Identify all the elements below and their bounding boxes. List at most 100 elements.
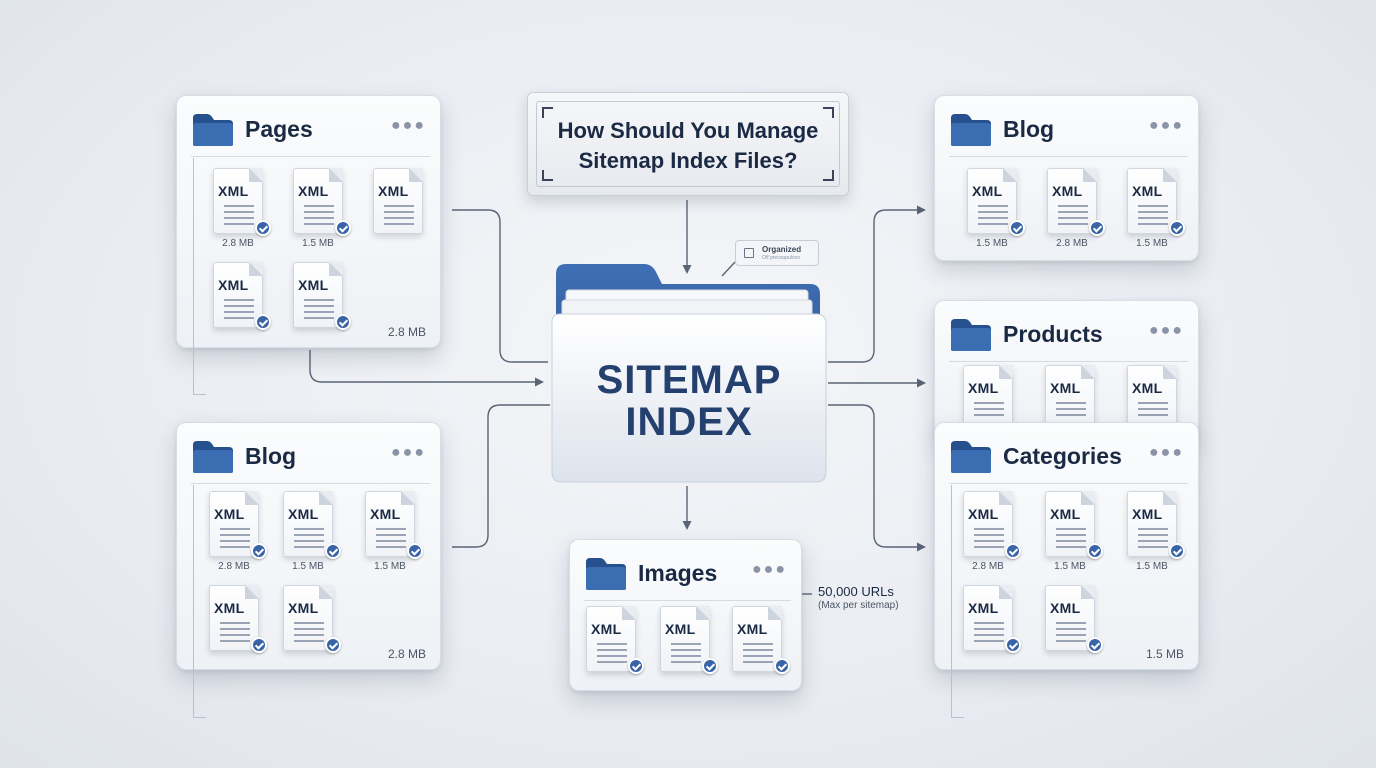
tag-title: Organized — [762, 245, 802, 254]
frame-corner — [542, 107, 553, 118]
file-label: XML — [968, 380, 999, 396]
panel-blog-left[interactable]: Blog ●●● XML 2.8 MB XML 1.5 MB XML 1.5 MB X… — [176, 422, 441, 718]
xml-file[interactable]: XML 1.5 MB — [357, 491, 423, 575]
panel-title: Blog — [1003, 116, 1055, 142]
check-icon — [1087, 543, 1103, 559]
file-size: 1.5 MB — [374, 561, 406, 572]
more-options-icon[interactable]: ●●● — [752, 561, 787, 578]
file-label: XML — [968, 506, 999, 522]
file-size: 2.8 MB — [218, 561, 250, 572]
file-label: XML — [214, 506, 245, 522]
xml-file[interactable]: XML — [275, 585, 341, 669]
panel-title: Blog — [245, 443, 297, 469]
panel-products[interactable]: Products ●●● XML XML XML — [934, 300, 1199, 440]
xml-file[interactable]: XML — [1037, 585, 1103, 669]
panel-categories[interactable]: Categories ●●● XML 2.8 MB XML 1.5 MB XML 1.… — [934, 422, 1199, 718]
check-icon — [702, 658, 718, 674]
check-icon — [325, 637, 341, 653]
divider — [584, 600, 791, 601]
check-icon — [251, 543, 267, 559]
file-label: XML — [218, 183, 249, 199]
file-label: XML — [1050, 600, 1081, 616]
file-size: 1.5 MB — [1136, 238, 1168, 249]
divider — [949, 361, 1188, 362]
xml-file[interactable]: XML — [578, 606, 644, 690]
panel-size: 2.8 MB — [387, 325, 426, 339]
file-size: 2.8 MB — [972, 561, 1004, 572]
xml-file[interactable]: XML — [365, 168, 431, 252]
tree-connector — [951, 485, 964, 718]
xml-file[interactable]: XML — [955, 365, 1021, 449]
file-label: XML — [218, 277, 249, 293]
panel-header: Blog ●●● — [191, 437, 426, 477]
more-options-icon[interactable]: ●●● — [1149, 444, 1184, 461]
xml-file[interactable]: XML — [201, 585, 267, 669]
tree-connector — [193, 158, 206, 395]
xml-file[interactable]: XML — [285, 262, 351, 346]
more-options-icon[interactable]: ●●● — [391, 117, 426, 134]
panel-header: Products ●●● — [949, 315, 1184, 355]
index-title-line-1: SITEMAP — [596, 358, 782, 402]
file-label: XML — [288, 600, 319, 616]
xml-file[interactable]: XML 2.8 MB — [955, 491, 1021, 575]
file-size: 1.5 MB — [292, 561, 324, 572]
tag-subtitle: Off precoupuloce — [762, 255, 800, 261]
file-size: 1.5 MB — [302, 238, 334, 249]
file-label: XML — [1132, 506, 1163, 522]
file-size: 2.8 MB — [222, 238, 254, 249]
check-icon — [325, 543, 341, 559]
more-options-icon[interactable]: ●●● — [1149, 117, 1184, 134]
check-icon — [335, 314, 351, 330]
file-label: XML — [214, 600, 245, 616]
check-icon — [1087, 637, 1103, 653]
file-label: XML — [1050, 506, 1081, 522]
panel-header: Categories ●●● — [949, 437, 1184, 477]
question-line-2: Sitemap Index Files? — [578, 148, 798, 173]
xml-file[interactable]: XML 1.5 MB — [1037, 491, 1103, 575]
organized-tag: Organized Off precoupuloce — [735, 240, 819, 266]
more-options-icon[interactable]: ●●● — [391, 444, 426, 461]
file-label: XML — [1052, 183, 1083, 199]
folder-icon — [949, 112, 993, 148]
xml-file[interactable]: XML 2.8 MB — [205, 168, 271, 252]
frame-corner — [823, 107, 834, 118]
xml-file[interactable]: XML 1.5 MB — [285, 168, 351, 252]
document-icon — [744, 248, 754, 258]
folder-icon — [584, 556, 628, 592]
check-icon — [1005, 543, 1021, 559]
panel-size: 1.5 MB — [1145, 647, 1184, 661]
more-options-icon[interactable]: ●●● — [1149, 322, 1184, 339]
xml-file[interactable]: XML — [724, 606, 790, 690]
xml-file[interactable]: XML 2.8 MB — [1039, 168, 1105, 252]
xml-file[interactable]: XML — [1119, 365, 1185, 449]
panel-header: Blog ●●● — [949, 110, 1184, 150]
big-folder-icon — [551, 264, 827, 483]
xml-file[interactable]: XML — [652, 606, 718, 690]
xml-file[interactable]: XML — [955, 585, 1021, 669]
file-label: XML — [298, 183, 329, 199]
file-size: 2.8 MB — [1056, 238, 1088, 249]
xml-file[interactable]: XML — [205, 262, 271, 346]
file-label: XML — [370, 506, 401, 522]
panel-images[interactable]: Images ●●● XML XML XML — [569, 539, 802, 691]
xml-file[interactable]: XML 2.8 MB — [201, 491, 267, 575]
file-size: 1.5 MB — [1054, 561, 1086, 572]
connector-tag — [721, 261, 736, 277]
url-limit-note: 50,000 URLs (Max per sitemap) — [818, 584, 899, 611]
divider — [191, 156, 430, 157]
xml-file[interactable]: XML — [1037, 365, 1103, 449]
question-frame: How Should You Manage Sitemap Index File… — [536, 101, 840, 187]
check-icon — [1169, 543, 1185, 559]
check-icon — [1169, 220, 1185, 236]
panel-title: Categories — [1003, 443, 1122, 469]
panel-header: Images ●●● — [584, 554, 787, 594]
check-icon — [774, 658, 790, 674]
sitemap-index-folder[interactable]: SITEMAP INDEX — [548, 262, 830, 486]
